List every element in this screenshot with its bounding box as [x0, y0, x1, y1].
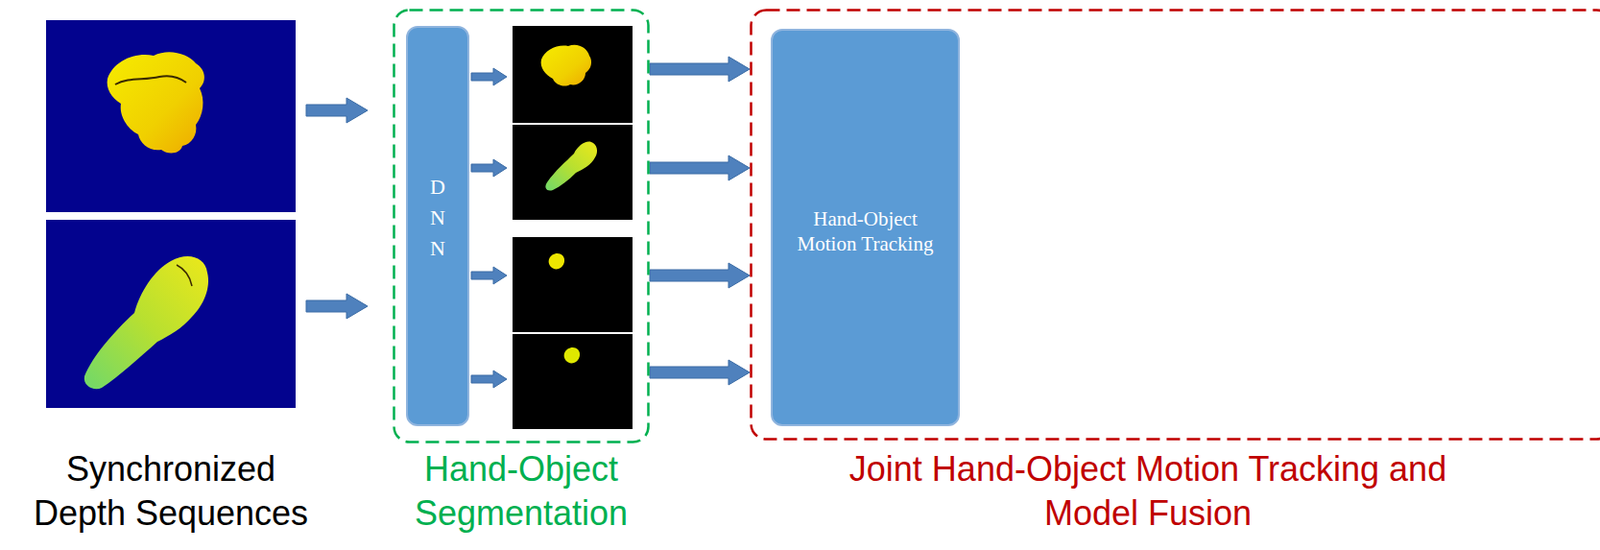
process-box: DNN	[405, 25, 470, 427]
block-arrow	[471, 159, 507, 177]
region-title: Joint Hand-Object Motion Tracking and Mo…	[821, 447, 1475, 536]
block-arrow	[649, 262, 750, 288]
block-arrow	[471, 266, 507, 285]
block-arrow	[306, 293, 368, 319]
depth-image	[46, 20, 296, 213]
finger-crease	[115, 75, 187, 85]
block-arrow	[471, 68, 507, 86]
object-mask	[549, 253, 565, 269]
dashed-border	[394, 10, 649, 443]
block-arrow	[649, 359, 750, 385]
segment-image	[512, 334, 633, 430]
block-arrow	[649, 56, 750, 82]
box-label: Hand-Object Motion Tracking	[786, 206, 945, 257]
dashed-border	[751, 10, 1600, 440]
box-label: DNN	[427, 171, 449, 264]
depth-image	[46, 219, 296, 408]
dashed-region: Joint Hand-Object Motion Tracking and Mo…	[749, 8, 1600, 441]
block-arrow	[471, 370, 507, 388]
hand-depth	[84, 256, 209, 389]
finger-crease	[176, 264, 192, 287]
segment-image	[512, 124, 633, 220]
hand-mask	[545, 142, 598, 192]
block-arrow	[306, 97, 368, 123]
hand-depth	[107, 51, 205, 153]
segment-image	[512, 237, 633, 333]
object-mask	[564, 347, 580, 363]
region-title: Hand-Object Segmentation	[392, 447, 650, 536]
caption-label: Synchronized Depth Sequences	[26, 447, 315, 536]
hand-mask	[541, 45, 592, 87]
dashed-region: Hand-Object SegmentationDNN	[392, 8, 650, 444]
segment-image	[512, 25, 633, 123]
block-arrow	[649, 155, 750, 181]
process-box: Hand-Object Motion Tracking	[770, 28, 960, 427]
